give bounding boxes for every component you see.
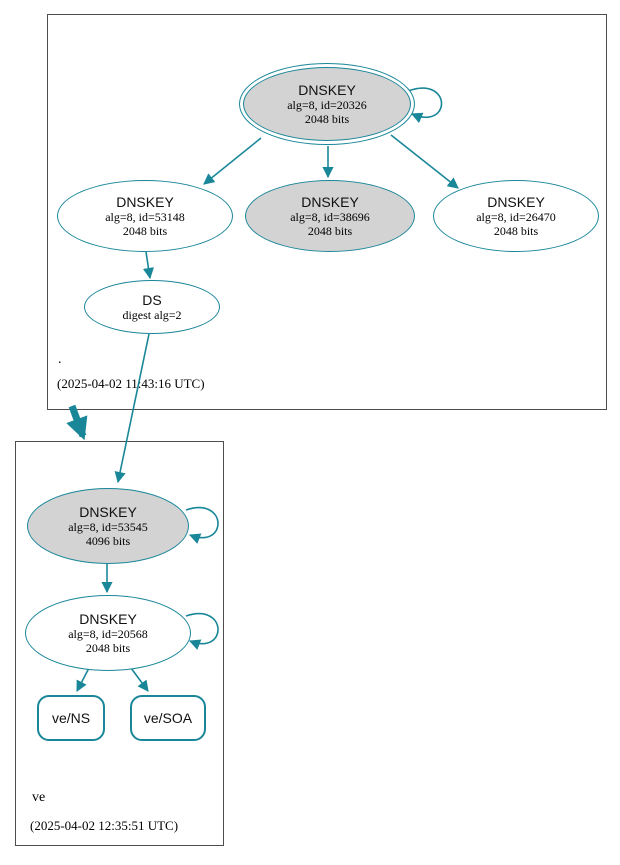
zone-label-ve: ve: [32, 790, 46, 805]
edge-zone-delegation: [66, 404, 88, 441]
node-detail: digest alg=2: [122, 308, 182, 322]
node-title: DNSKEY: [301, 194, 359, 210]
ds-node-root[interactable]: DS digest alg=2: [84, 280, 220, 334]
node-detail: 2048 bits: [307, 224, 353, 238]
zone-timestamp-ve: (2025-04-02 12:35:51 UTC): [30, 818, 179, 833]
dnskey-node-53148[interactable]: DNSKEY alg=8, id=53148 2048 bits: [57, 180, 233, 252]
node-title: DNSKEY: [79, 611, 137, 627]
node-detail: alg=8, id=53545: [68, 520, 148, 534]
node-detail: alg=8, id=53148: [105, 210, 185, 224]
dnskey-node-38696[interactable]: DNSKEY alg=8, id=38696 2048 bits: [245, 180, 415, 252]
rrset-node-ve-soa[interactable]: ve/SOA: [130, 695, 206, 741]
node-detail: 2048 bits: [85, 641, 131, 655]
zone-timestamp-root: (2025-04-02 11:43:16 UTC): [57, 376, 205, 391]
dnskey-node-20568[interactable]: DNSKEY alg=8, id=20568 2048 bits: [25, 595, 191, 671]
dnskey-node-53545[interactable]: DNSKEY alg=8, id=53545 4096 bits: [27, 488, 189, 564]
node-detail: 2048 bits: [122, 224, 168, 238]
zone-label-root: .: [58, 352, 62, 367]
node-title: DNSKEY: [116, 194, 174, 210]
dnskey-node-26470[interactable]: DNSKEY alg=8, id=26470 2048 bits: [433, 180, 599, 252]
dnskey-node-20326[interactable]: DNSKEY alg=8, id=20326 2048 bits: [239, 63, 415, 145]
rrset-node-ve-ns[interactable]: ve/NS: [37, 695, 105, 741]
zone-box-root: [47, 14, 607, 410]
node-title: DNSKEY: [79, 504, 137, 520]
node-detail: alg=8, id=20568: [68, 627, 148, 641]
node-detail: alg=8, id=20326: [287, 98, 367, 112]
node-title: DNSKEY: [487, 194, 545, 210]
node-detail: 2048 bits: [304, 112, 350, 126]
node-detail: alg=8, id=38696: [290, 210, 370, 224]
node-title: DNSKEY: [298, 82, 356, 98]
node-detail: 4096 bits: [85, 534, 131, 548]
dnskey-node-20326-inner: DNSKEY alg=8, id=20326 2048 bits: [243, 67, 411, 141]
node-detail: 2048 bits: [493, 224, 539, 238]
rrset-label: ve/SOA: [143, 710, 193, 726]
rrset-label: ve/NS: [51, 710, 91, 726]
node-title: DS: [142, 292, 162, 308]
node-detail: alg=8, id=26470: [476, 210, 556, 224]
